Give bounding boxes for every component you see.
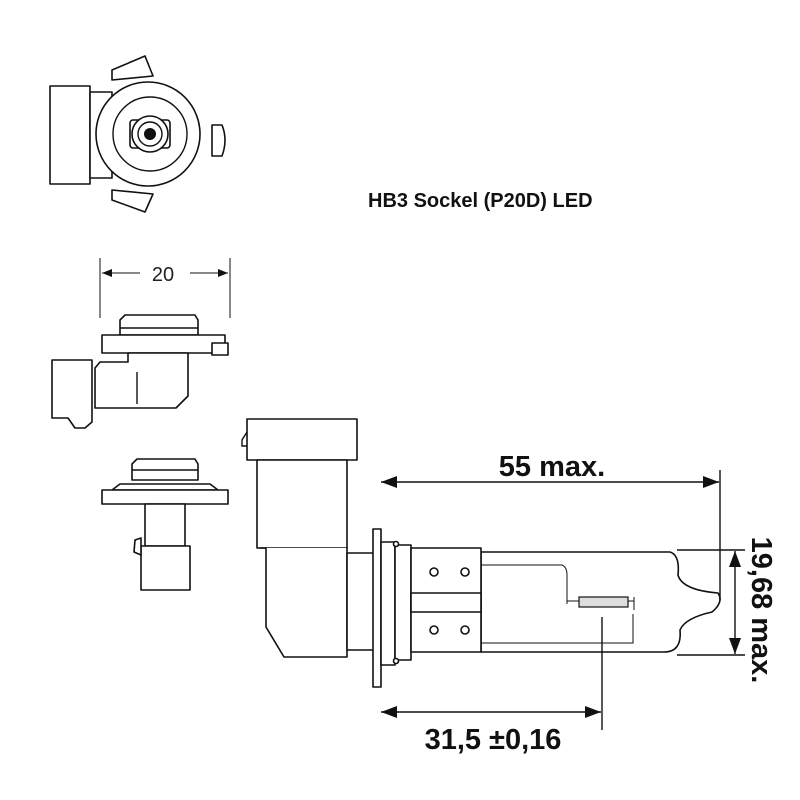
seal-ring — [394, 544, 412, 661]
main-dimensions: 55 max. 19,68 max. 31,5 ±0,16 — [381, 451, 777, 756]
side-view-1: 20 — [51, 258, 231, 429]
rivet — [429, 567, 439, 577]
rivet — [429, 625, 439, 635]
end-view-connector — [49, 85, 91, 185]
diagram-title: HB3 Sockel (P20D) LED — [368, 190, 593, 212]
dimension-light-center: 31,5 ±0,16 — [425, 724, 562, 756]
rivet — [460, 567, 470, 577]
end-view — [49, 55, 226, 213]
led-chip — [578, 596, 629, 608]
end-view-tab-top — [111, 55, 154, 81]
side-view-2 — [101, 458, 229, 591]
end-view-tab-right — [211, 124, 226, 157]
end-view-contact — [144, 128, 156, 140]
dimension-width-20: 20 — [152, 264, 174, 286]
connector-cap — [246, 418, 358, 461]
connector-neck — [256, 459, 348, 549]
main-bulb-view — [241, 418, 721, 688]
connector-body — [260, 547, 348, 658]
dimension-length: 55 max. — [499, 451, 605, 483]
dimension-diameter: 19,68 max. — [745, 537, 777, 684]
mounting-flange — [372, 528, 382, 688]
rivet — [460, 625, 470, 635]
end-view-tab-bottom — [111, 189, 154, 213]
